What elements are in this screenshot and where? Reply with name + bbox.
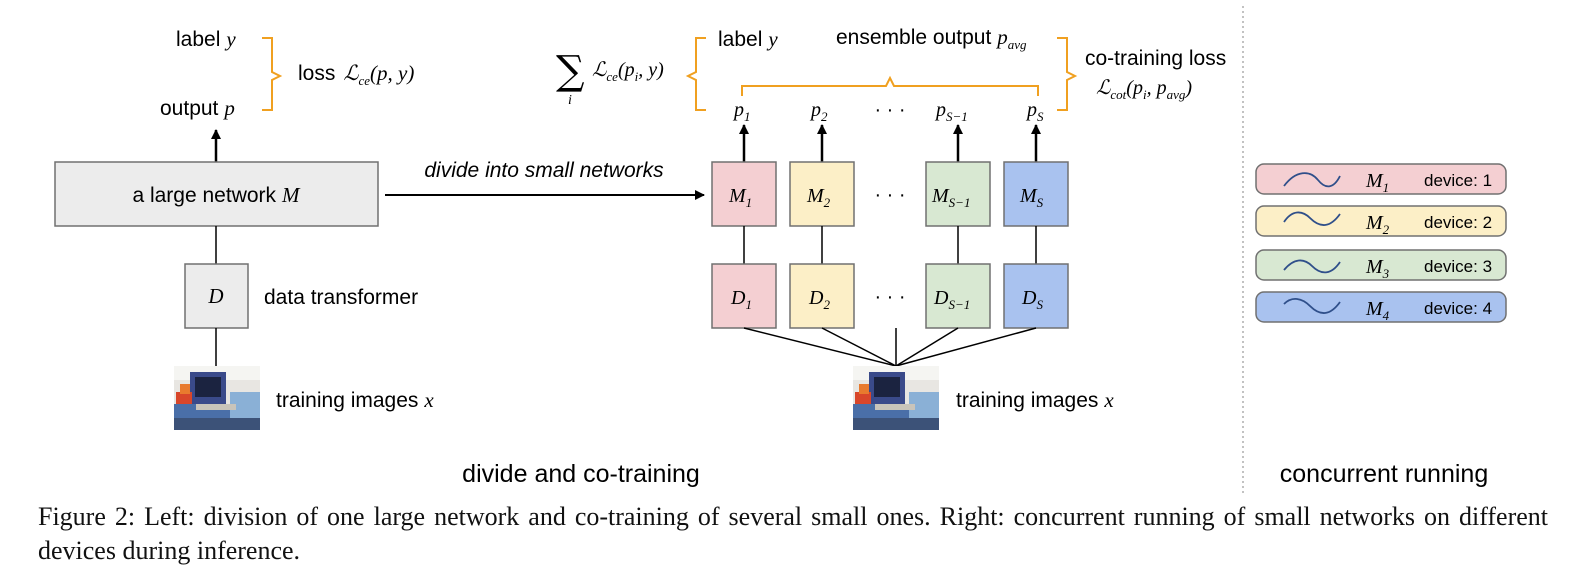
data-transformer-ellipsis: · · · [874, 286, 905, 308]
svg-text:M1: M1 [1365, 170, 1389, 195]
sum-symbol: ∑ [556, 48, 585, 94]
section-title-right: concurrent running [1280, 460, 1488, 488]
left-loss-brace [262, 37, 283, 111]
device-model-1: M [1365, 170, 1384, 192]
data-transformer-1 [711, 263, 777, 329]
device-row-2: M2 device: 2 [1255, 205, 1507, 237]
sum-loss: ℒce(pi, y) [592, 59, 664, 84]
p-output-ellipsis: · · · [874, 99, 905, 121]
device-model-sub-3: 3 [1382, 266, 1390, 281]
left-training-image [174, 366, 260, 430]
section-title-left: divide and co-training [462, 460, 700, 488]
p-output-1: p1 [732, 99, 751, 124]
device-model-sub-1: 1 [1383, 180, 1390, 195]
cotraining-brace [1057, 37, 1078, 111]
device-label-2: device: 2 [1424, 213, 1492, 232]
p-output-s-minus-1: pS−1 [934, 99, 968, 124]
device-label-1: device: 1 [1424, 171, 1492, 190]
device-label-4: device: 4 [1424, 299, 1492, 318]
wave-icon [1283, 298, 1341, 314]
small-network-ellipsis: · · · [874, 184, 905, 206]
wave-icon [1283, 259, 1341, 274]
svg-text:M4: M4 [1365, 298, 1390, 323]
data-transformer-box-label: D [207, 284, 223, 308]
device-model-sub-4: 4 [1383, 308, 1390, 323]
device-model-2: M [1365, 212, 1384, 234]
device-model-4: M [1365, 298, 1384, 320]
small-network-s [1003, 161, 1069, 227]
cotraining-loss-formula: ℒcot(pi, pavg) [1096, 77, 1192, 102]
device-list: M1 device: 1 M2 device: 2 M3 device: 3 M… [1255, 163, 1507, 323]
wave-icon [1283, 172, 1341, 188]
device-label-3: device: 3 [1424, 257, 1492, 276]
p-output-s: pS [1025, 99, 1044, 124]
wave-icon [1283, 211, 1341, 226]
divide-label: divide into small networks [424, 159, 664, 182]
device-row-4: M4 device: 4 [1255, 291, 1507, 323]
data-transformer-box [184, 263, 249, 329]
cotraining-loss-label: co-training loss [1085, 47, 1226, 70]
small-network-1 [711, 161, 777, 227]
fan-line-1 [743, 327, 897, 367]
fan-line-2 [821, 327, 897, 367]
device-row-1: M1 device: 1 [1255, 163, 1507, 195]
fan-line-5 [895, 327, 1037, 367]
device-model-sub-2: 2 [1383, 222, 1390, 237]
ensemble-brace [741, 75, 1039, 96]
fan-line-4 [895, 327, 959, 367]
small-network-2-label: M2 [806, 185, 831, 210]
p-output-2: p2 [809, 99, 828, 124]
ce-loss-brace [685, 37, 706, 111]
data-transformer-2 [789, 263, 855, 329]
svg-text:M3: M3 [1365, 256, 1390, 281]
device-row-3: M3 device: 3 [1255, 249, 1507, 281]
device-model-3: M [1365, 256, 1384, 278]
sum-index: i [568, 93, 572, 108]
svg-text:M2: M2 [1365, 212, 1390, 237]
data-transformer-label: data transformer [264, 286, 418, 309]
figure-caption: Figure 2: Left: division of one large ne… [38, 502, 1548, 565]
middle-training-image [853, 366, 939, 430]
small-network-s-minus-1 [925, 161, 991, 227]
